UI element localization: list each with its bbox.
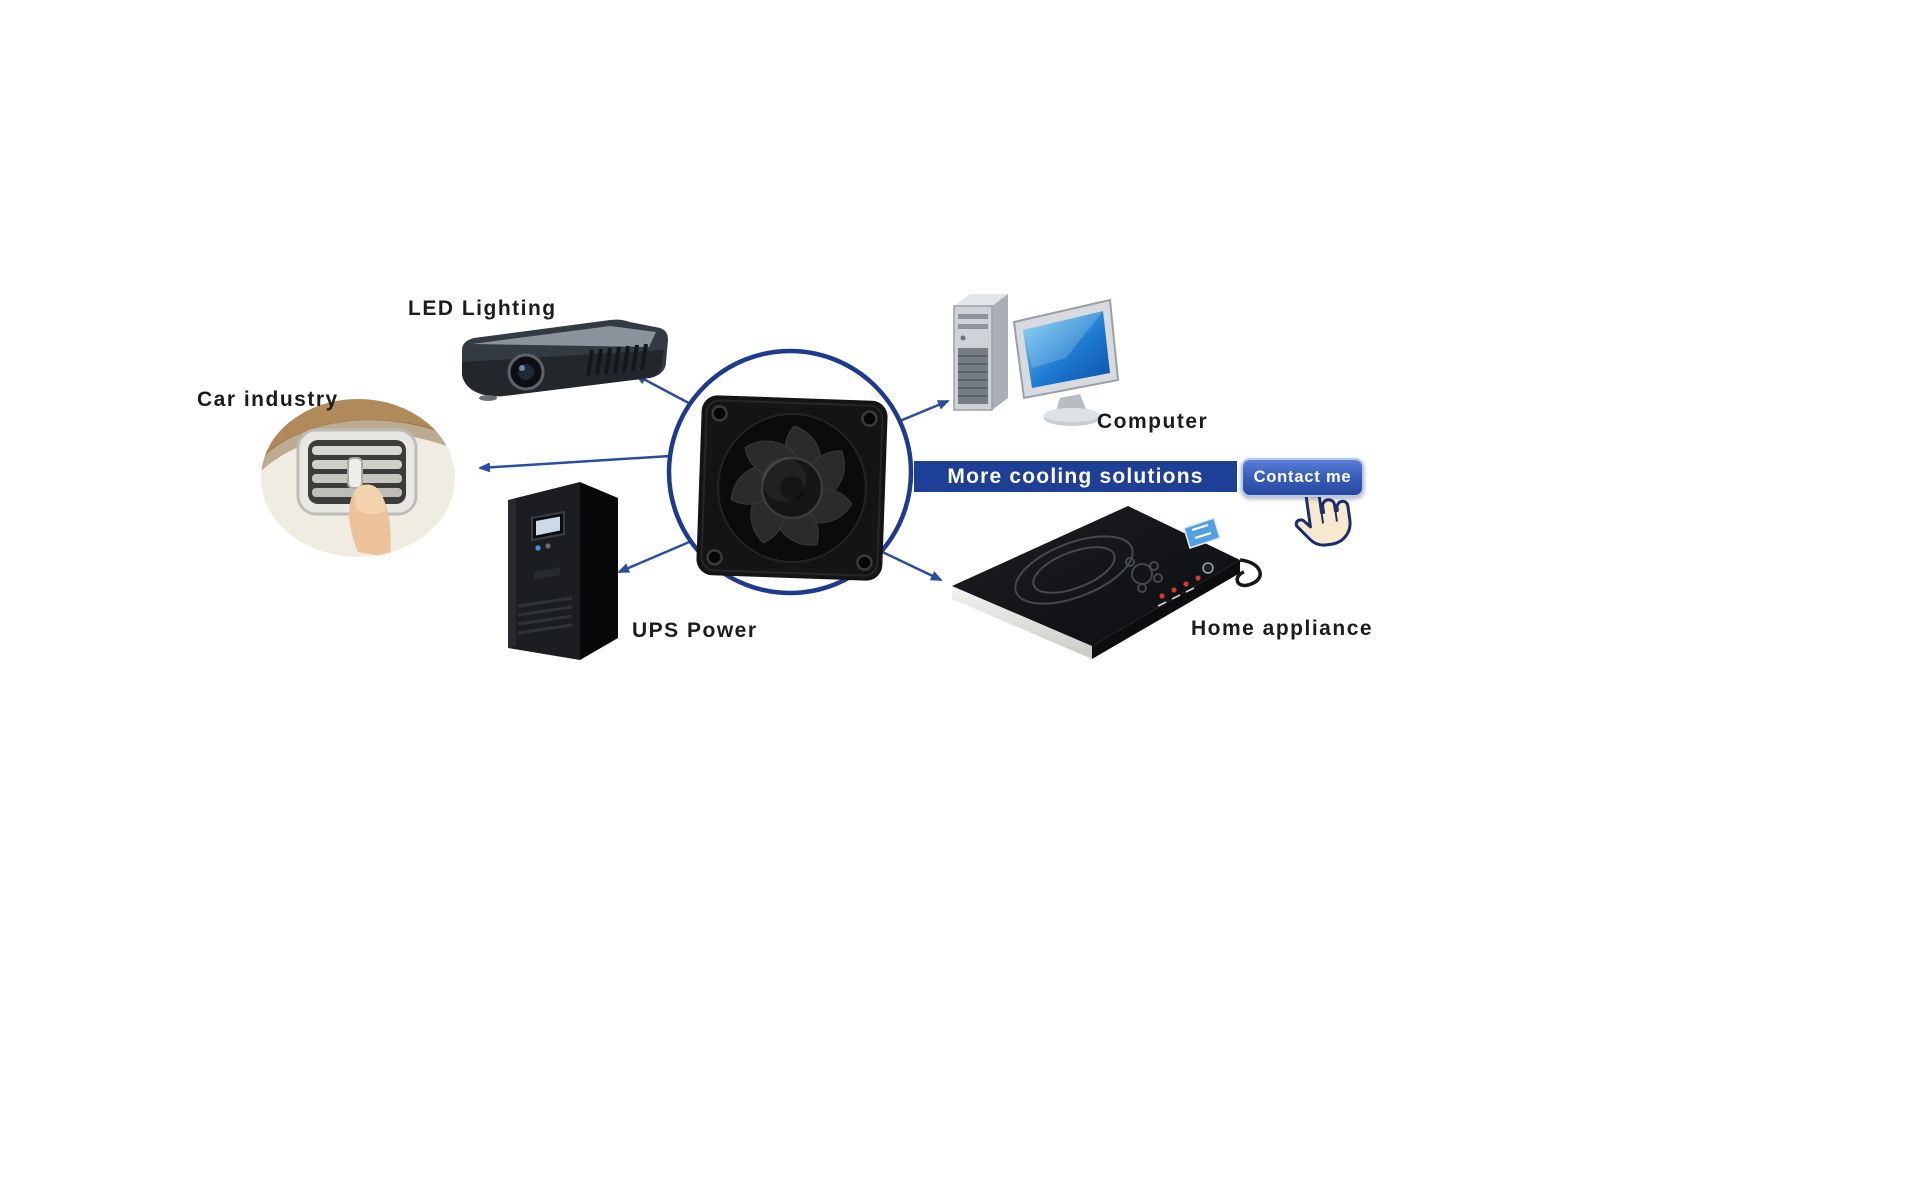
cooker-front-band (952, 586, 1092, 659)
cooker-power-cord (1235, 558, 1262, 588)
cooker-sticker (1183, 517, 1221, 549)
arrow-to-car-vent (478, 454, 671, 473)
arrow-to-ups (617, 538, 695, 574)
cooling-solutions-banner: More cooling solutions (914, 461, 1237, 492)
induction-cooker-image (952, 506, 1262, 659)
ups-image (508, 482, 618, 660)
cooker-top (952, 506, 1240, 646)
projector-top (472, 326, 656, 347)
cooker-burner-ring (1014, 535, 1163, 605)
arrow-to-cooker (873, 546, 943, 582)
home-appliance-label: Home appliance (1191, 617, 1374, 640)
computer-image (953, 294, 1120, 426)
projector-vent-grille (586, 343, 648, 377)
projector-image (462, 319, 668, 401)
cooker-controls (1157, 562, 1214, 607)
car-industry-label: Car industry (197, 388, 339, 411)
fan-mount-holes (706, 405, 878, 571)
ups-power-label: UPS Power (632, 619, 758, 642)
contact-me-button[interactable]: Contact me (1241, 458, 1364, 497)
cooling-fan-image (666, 348, 914, 596)
vent-knob (347, 457, 363, 489)
car-vent-image (261, 399, 455, 557)
led-lighting-label: LED Lighting (408, 297, 557, 320)
ups-vents (517, 596, 573, 635)
monitor-screen (1023, 311, 1110, 388)
computer-label: Computer (1097, 410, 1209, 433)
